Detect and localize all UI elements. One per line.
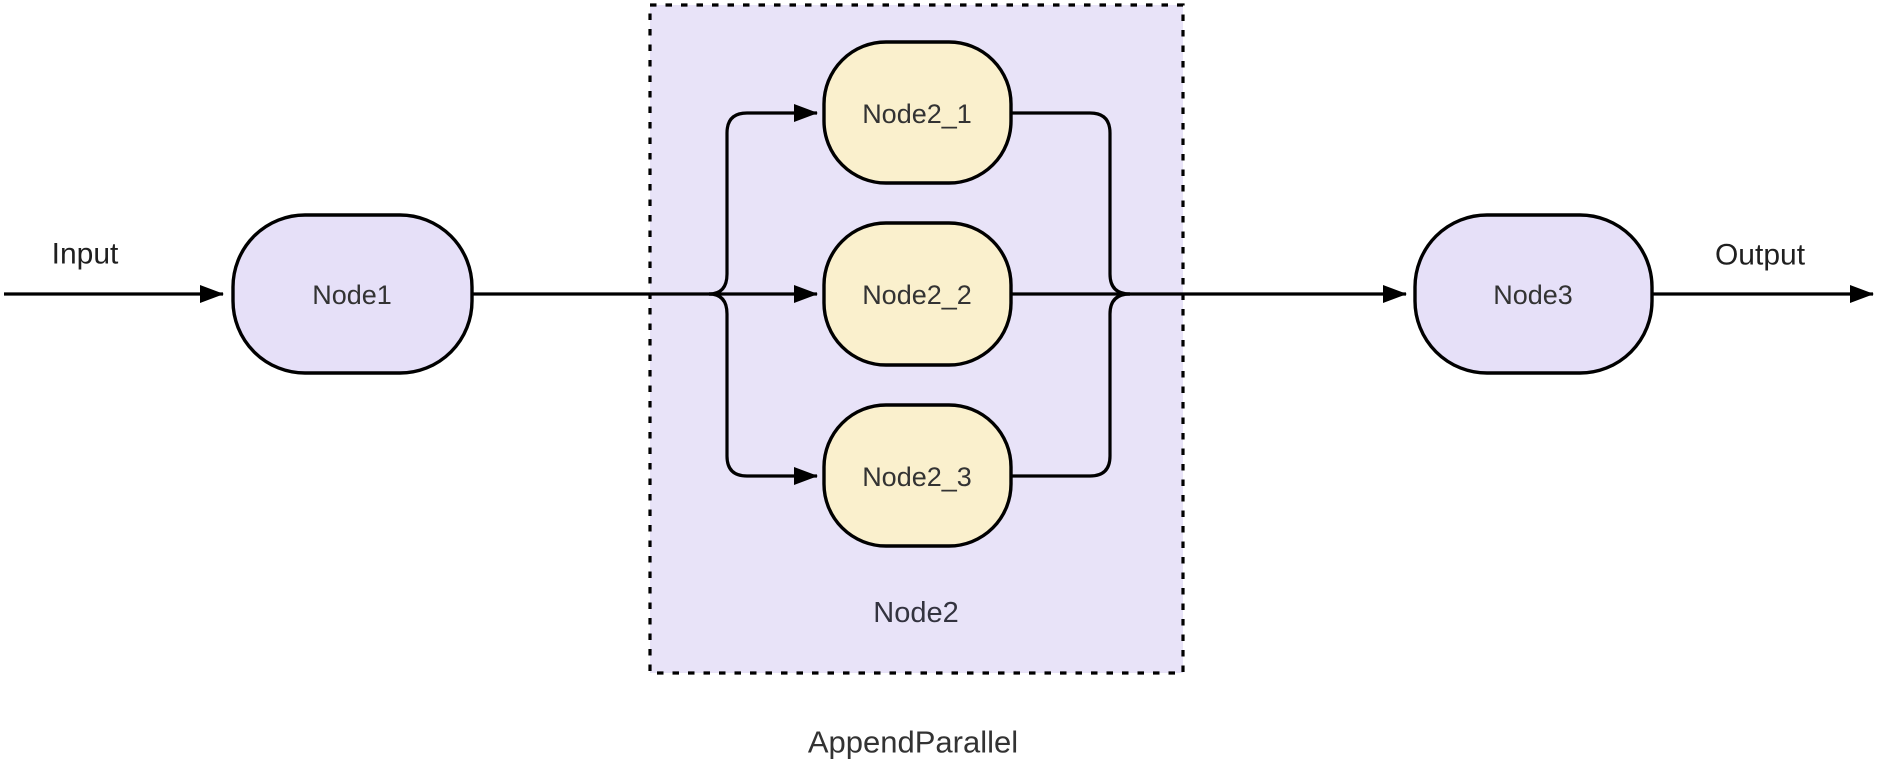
node1-label: Node1 — [312, 280, 392, 310]
cluster-node2-title: Node2 — [873, 597, 958, 629]
node2_3-shape — [822, 403, 1013, 548]
edge-node2_1-to-join — [1011, 111, 1131, 296]
output-label: Output — [1715, 239, 1806, 272]
edge-node2_3-to-join — [1011, 292, 1131, 478]
node1-shape — [231, 213, 474, 375]
node2_2-label: Node2_2 — [862, 280, 972, 310]
edge-fork-to-node2_3 — [708, 292, 818, 485]
node2_3-label: Node2_3 — [862, 462, 972, 492]
node2_2-shape — [822, 221, 1013, 367]
node3-label: Node3 — [1493, 280, 1573, 310]
node2_1-label: Node2_1 — [862, 99, 972, 129]
edge-fork-to-node2_1 — [708, 104, 818, 296]
input-label: Input — [52, 238, 119, 271]
node3-shape — [1413, 213, 1654, 375]
node2_1-shape — [822, 40, 1013, 185]
append-parallel-caption: AppendParallel — [808, 725, 1018, 760]
